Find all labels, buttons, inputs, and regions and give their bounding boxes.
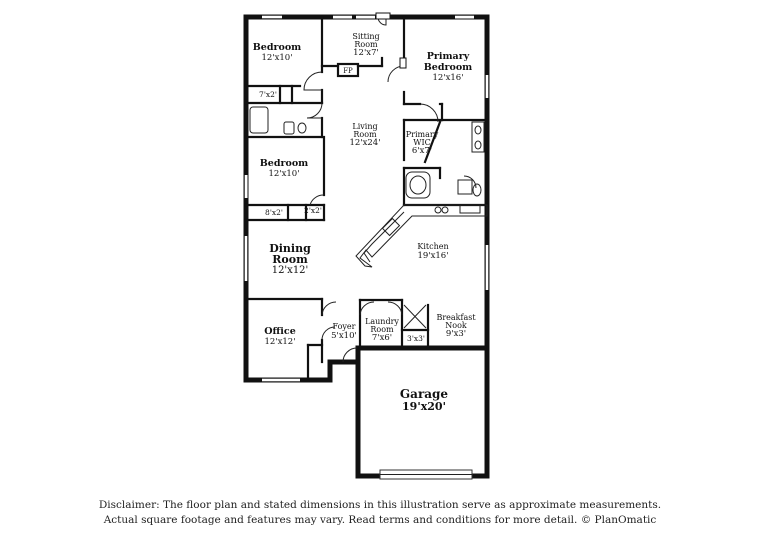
- kitchen-counter: [355, 204, 488, 268]
- exterior-walls: [243, 14, 490, 479]
- garage-door: [379, 469, 473, 480]
- bedroom-b-name: Bedroom: [260, 158, 308, 169]
- closet-c-dims: 2'x2': [304, 206, 322, 215]
- floor-plan: Bedroom 12'x10' Sitting Room 12'x7' Prim…: [243, 12, 490, 480]
- office-dims: 12'x12': [264, 337, 295, 347]
- bedroom-a-name: Bedroom: [253, 42, 301, 53]
- kitchen-name: Kitchen: [417, 242, 448, 251]
- pantry-dims: 3'x3': [407, 334, 425, 343]
- bath-fixtures: [249, 106, 485, 199]
- dining-dims: 12'x12': [272, 265, 309, 276]
- primary-bedroom-name2: Bedroom: [424, 62, 472, 73]
- sitting-dims: 12'x7': [353, 48, 379, 58]
- wic-name1: Primary: [406, 130, 439, 139]
- laundry-name2: Room: [370, 325, 394, 334]
- disclaimer-line-1: Disclaimer: The floor plan and stated di…: [98, 499, 662, 511]
- breakfast-name2: Nook: [445, 321, 467, 330]
- sitting-name2: Room: [354, 40, 378, 49]
- disclaimer: Disclaimer: The floor plan and stated di…: [0, 498, 760, 528]
- wic-dims: 6'x7': [412, 146, 432, 156]
- dining-name1: Dining: [269, 242, 311, 255]
- living-name2: Room: [353, 130, 377, 139]
- breakfast-name1: Breakfast: [436, 313, 476, 322]
- sitting-name1: Sitting: [352, 32, 379, 41]
- interior-walls: [244, 15, 489, 380]
- bedroom-a-dims: 12'x10': [261, 53, 292, 63]
- living-name1: Living: [352, 122, 377, 131]
- office-name: Office: [264, 326, 296, 337]
- dining-name2: Room: [272, 253, 308, 266]
- foyer-name: Foyer: [332, 322, 355, 331]
- kitchen-dims: 19'x16': [417, 251, 448, 261]
- wic-name2: WIC: [413, 138, 431, 147]
- closet-b-dims: 8'x2': [265, 208, 283, 217]
- laundry-dims: 7'x6': [372, 333, 392, 343]
- laundry-name1: Laundry: [365, 317, 399, 326]
- bedroom-b-dims: 12'x10': [268, 169, 299, 179]
- garage-name: Garage: [400, 387, 449, 401]
- primary-bedroom-name1: Primary: [427, 51, 470, 62]
- doors: [303, 12, 477, 363]
- room-labels: Bedroom 12'x10' Sitting Room 12'x7' Prim…: [253, 32, 477, 413]
- foyer-dims: 5'x10': [331, 331, 357, 341]
- primary-bedroom-dims: 12'x16': [432, 73, 463, 83]
- breakfast-dims: 9'x3': [446, 329, 466, 339]
- windows: [244, 15, 489, 382]
- disclaimer-line-2: Actual square footage and features may v…: [103, 514, 657, 526]
- living-dims: 12'x24': [349, 138, 380, 148]
- fireplace-label: FP: [343, 67, 353, 75]
- closet-a-dims: 7'x2': [259, 90, 277, 99]
- garage-dims: 19'x20': [402, 400, 446, 413]
